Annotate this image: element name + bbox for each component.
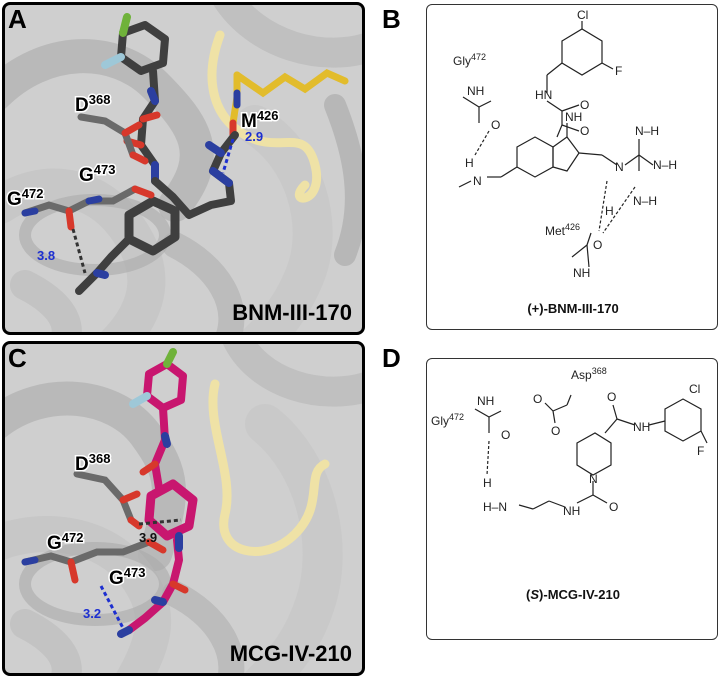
atom-o-gly-d: O bbox=[501, 428, 510, 442]
atom-cl-b: Cl bbox=[577, 8, 588, 22]
panel-d-2d-diagram: Asp368 O O Cl F O NH Gly472 NH O N O NH … bbox=[426, 358, 718, 640]
res-label-m426: M426 bbox=[241, 108, 279, 132]
gly472-gly473-sticks-c bbox=[21, 538, 167, 584]
atom-o-asp2-d: O bbox=[551, 424, 560, 438]
atom-hn-d: H–N bbox=[483, 500, 507, 514]
atom-h-d: H bbox=[483, 476, 492, 490]
atom-n-side-b: N bbox=[473, 174, 482, 188]
distance-c-3-2: 3.2 bbox=[83, 606, 101, 621]
protein-ribbons-a bbox=[5, 5, 362, 332]
atom-o-met-b: O bbox=[593, 238, 602, 252]
compound-caption-d: (S)-MCG-IV-210 bbox=[427, 587, 717, 602]
res-label-g472: G472 bbox=[7, 186, 43, 210]
atom-nh-gly-d: NH bbox=[477, 394, 494, 408]
distance-a-2-9: 2.9 bbox=[245, 129, 263, 144]
panel-a-structure: D368 M426 G473 G472 2.9 3.8 BNM-III-170 bbox=[2, 2, 365, 335]
atom-o-amide-d: O bbox=[607, 390, 616, 404]
panel-letter-a: A bbox=[8, 4, 27, 34]
chem-d: Asp368 O O Cl F O NH Gly472 NH O N O NH … bbox=[431, 366, 708, 518]
ligand-bnm-iii-170 bbox=[75, 13, 239, 295]
ligand-mcg-iv-210 bbox=[117, 348, 198, 638]
res-label-d368-c: D368 bbox=[75, 451, 110, 475]
panel-c-render: D368 G472 G473 3.9 3.2 bbox=[5, 344, 362, 673]
compound-label-c: MCG-IV-210 bbox=[229, 641, 352, 666]
protein-ribbons-c bbox=[5, 344, 362, 673]
res-label-g473: G473 bbox=[79, 162, 115, 186]
loop-ribbon-a bbox=[207, 30, 322, 203]
atom-f-b: F bbox=[615, 64, 622, 78]
panel-a-render: D368 M426 G473 G472 2.9 3.8 bbox=[5, 5, 362, 332]
atom-gly-d: Gly472 bbox=[431, 412, 464, 428]
distance-a-3-8: 3.8 bbox=[37, 248, 55, 263]
atom-o2-b: O bbox=[580, 124, 589, 138]
atom-gly-b: Gly472 bbox=[453, 52, 486, 68]
loop-ribbon-c bbox=[208, 379, 330, 556]
hbond-c-1 bbox=[138, 518, 182, 526]
atom-nh-bot-b: N–H bbox=[633, 194, 657, 208]
atom-nh-gly-b: NH bbox=[467, 84, 484, 98]
atom-nh-mid-b: N–H bbox=[653, 158, 677, 172]
caption-stereo-d: S bbox=[530, 587, 540, 602]
atom-met-b: Met426 bbox=[545, 222, 580, 238]
res-label-g473-c: G473 bbox=[109, 565, 145, 589]
atom-n-pip-d: N bbox=[589, 472, 598, 486]
atom-o-urea-d: O bbox=[609, 500, 618, 514]
compound-caption-b: (+)-BNM-III-170 bbox=[527, 301, 619, 316]
res-label-g472-c: G472 bbox=[47, 530, 83, 554]
hbond-a-2 bbox=[71, 228, 87, 274]
panel-letter-b: B bbox=[382, 4, 401, 34]
compound-label-a: BNM-III-170 bbox=[232, 300, 352, 325]
asp368-sticks-c bbox=[73, 470, 143, 530]
panel-letter-d: D bbox=[382, 343, 401, 373]
gly472-gly473-sticks bbox=[21, 185, 155, 231]
atom-nh-top-b: N–H bbox=[635, 124, 659, 138]
atom-n-guan-b: N bbox=[615, 160, 624, 174]
distance-c-3-9: 3.9 bbox=[139, 530, 157, 545]
atom-nh-b: NH bbox=[565, 110, 582, 124]
atom-cl-d: Cl bbox=[689, 382, 700, 396]
caption-prefix-d: ( bbox=[526, 587, 531, 602]
hbond-a-1 bbox=[221, 138, 235, 174]
atom-f-d: F bbox=[697, 444, 704, 458]
atom-nh-amide-d: NH bbox=[633, 420, 650, 434]
atom-o-asp1-d: O bbox=[533, 392, 542, 406]
caption-suffix-d: )-MCG-IV-210 bbox=[539, 587, 620, 602]
panel-letter-c: C bbox=[8, 343, 27, 373]
panel-c-structure: D368 G472 G473 3.9 3.2 MCG-IV-210 bbox=[2, 341, 365, 676]
asp368-sticks bbox=[77, 113, 149, 165]
chem-b: Cl F HN O O NH Gly472 NH O H N N N–H N–H… bbox=[453, 8, 677, 280]
atom-hn-b: HN bbox=[535, 88, 552, 102]
atom-hn-met-b: NH bbox=[573, 266, 590, 280]
res-label-d368: D368 bbox=[75, 92, 110, 116]
atom-asp-d: Asp368 bbox=[571, 366, 607, 382]
panel-b-2d-diagram: Cl F HN O O NH Gly472 NH O H N N N–H N–H… bbox=[426, 4, 718, 330]
atom-o1-b: O bbox=[580, 98, 589, 112]
hbond-c-2 bbox=[99, 585, 125, 629]
atom-o-gly-b: O bbox=[491, 118, 500, 132]
atom-h-guan-b: H bbox=[605, 204, 614, 218]
atom-nh-urea-d: NH bbox=[563, 504, 580, 518]
atom-h-b: H bbox=[465, 156, 474, 170]
